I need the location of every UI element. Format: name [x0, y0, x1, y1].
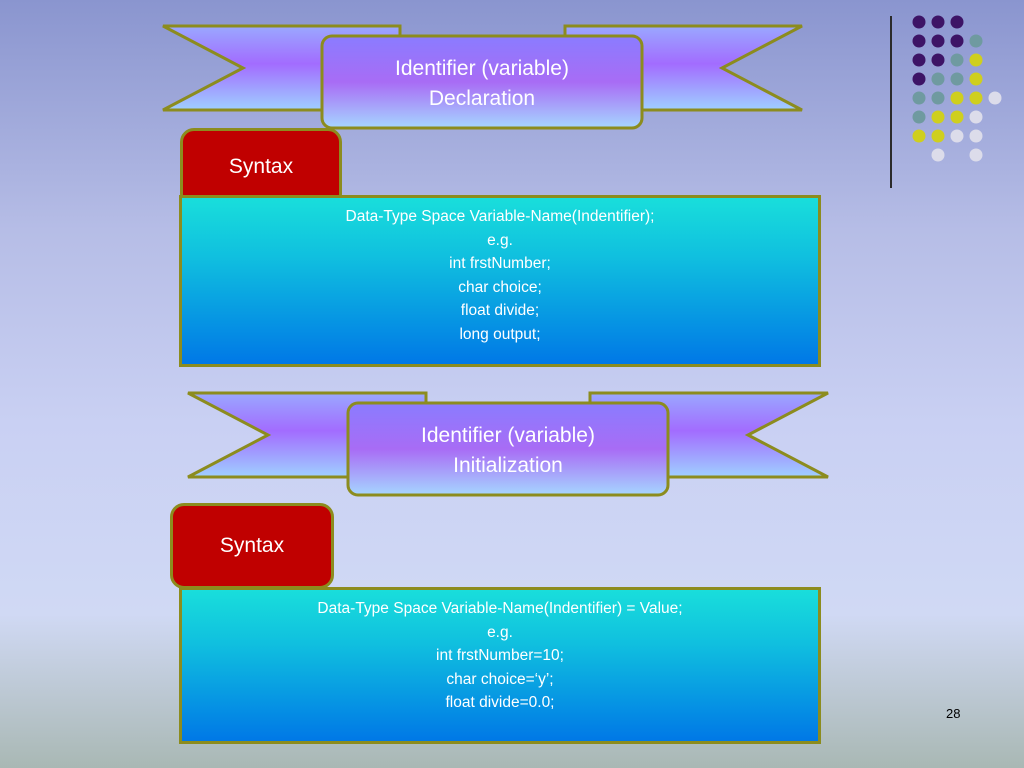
decorative-dot [931, 15, 945, 29]
decorative-dot [969, 72, 983, 86]
syntax-box-declaration: Data-Type Space Variable-Name(Indentifie… [179, 195, 821, 367]
decorative-dot [950, 53, 964, 67]
decorative-dot [912, 53, 926, 67]
code-line: int frstNumber=10; [436, 647, 564, 664]
code-line: Data-Type Space Variable-Name(Indentifie… [317, 600, 683, 617]
decorative-dot [931, 34, 945, 48]
code-line: char choice=‘y’; [446, 670, 554, 688]
decorative-dot [950, 91, 964, 105]
code-line: float divide=0.0; [445, 694, 555, 711]
decorative-dot [969, 91, 983, 105]
decorative-dot [950, 15, 964, 29]
decorative-dot [950, 72, 964, 86]
decorative-dot [988, 91, 1002, 105]
code-line: int frstNumber; [449, 255, 551, 272]
decorative-dot [969, 129, 983, 143]
page-number: 28 [946, 706, 961, 721]
code-line: e.g. [487, 623, 513, 641]
decorative-dot [931, 148, 945, 162]
decorative-dot [931, 110, 945, 124]
decorative-divider [890, 16, 892, 188]
decorative-dot [969, 148, 983, 162]
banner-line: Identifier (variable) [421, 424, 595, 447]
syntax-tab-declaration: Syntax [180, 128, 342, 208]
decorative-dot [969, 53, 983, 67]
decorative-dot [950, 129, 964, 143]
banner-line: Initialization [453, 454, 563, 477]
decorative-dot [912, 15, 926, 29]
decorative-dot [969, 34, 983, 48]
code-line: Data-Type Space Variable-Name(Indentifie… [345, 208, 655, 225]
code-line: char choice; [458, 278, 542, 296]
decorative-dot [912, 72, 926, 86]
decorative-dot [931, 91, 945, 105]
banner-title-initialization: Identifier (variable) Initialization [348, 407, 668, 495]
decorative-dot [912, 91, 926, 105]
decorative-dot-grid [912, 15, 1002, 162]
syntax-label: Syntax [219, 534, 285, 557]
banner-title-declaration: Identifier (variable) Declaration [322, 40, 642, 128]
decorative-dot [912, 34, 926, 48]
decorative-dot [950, 110, 964, 124]
code-line: float divide; [460, 302, 540, 319]
decorative-dot [931, 129, 945, 143]
ribbon-shape [162, 24, 803, 130]
decorative-dot [912, 110, 926, 124]
code-line: long output; [459, 325, 541, 343]
decorative-dot [931, 53, 945, 67]
syntax-tab-initialization: Syntax [170, 503, 334, 589]
syntax-label: Syntax [228, 155, 294, 178]
decorative-dot [912, 129, 926, 143]
code-line: e.g. [487, 231, 513, 249]
decorative-dot [969, 110, 983, 124]
ribbon-shape [187, 391, 829, 497]
banner-line: Identifier (variable) [395, 57, 569, 80]
banner-line: Declaration [428, 87, 536, 110]
decorative-dot [950, 34, 964, 48]
decorative-dot [931, 72, 945, 86]
syntax-box-initialization: Data-Type Space Variable-Name(Indentifie… [179, 587, 821, 744]
